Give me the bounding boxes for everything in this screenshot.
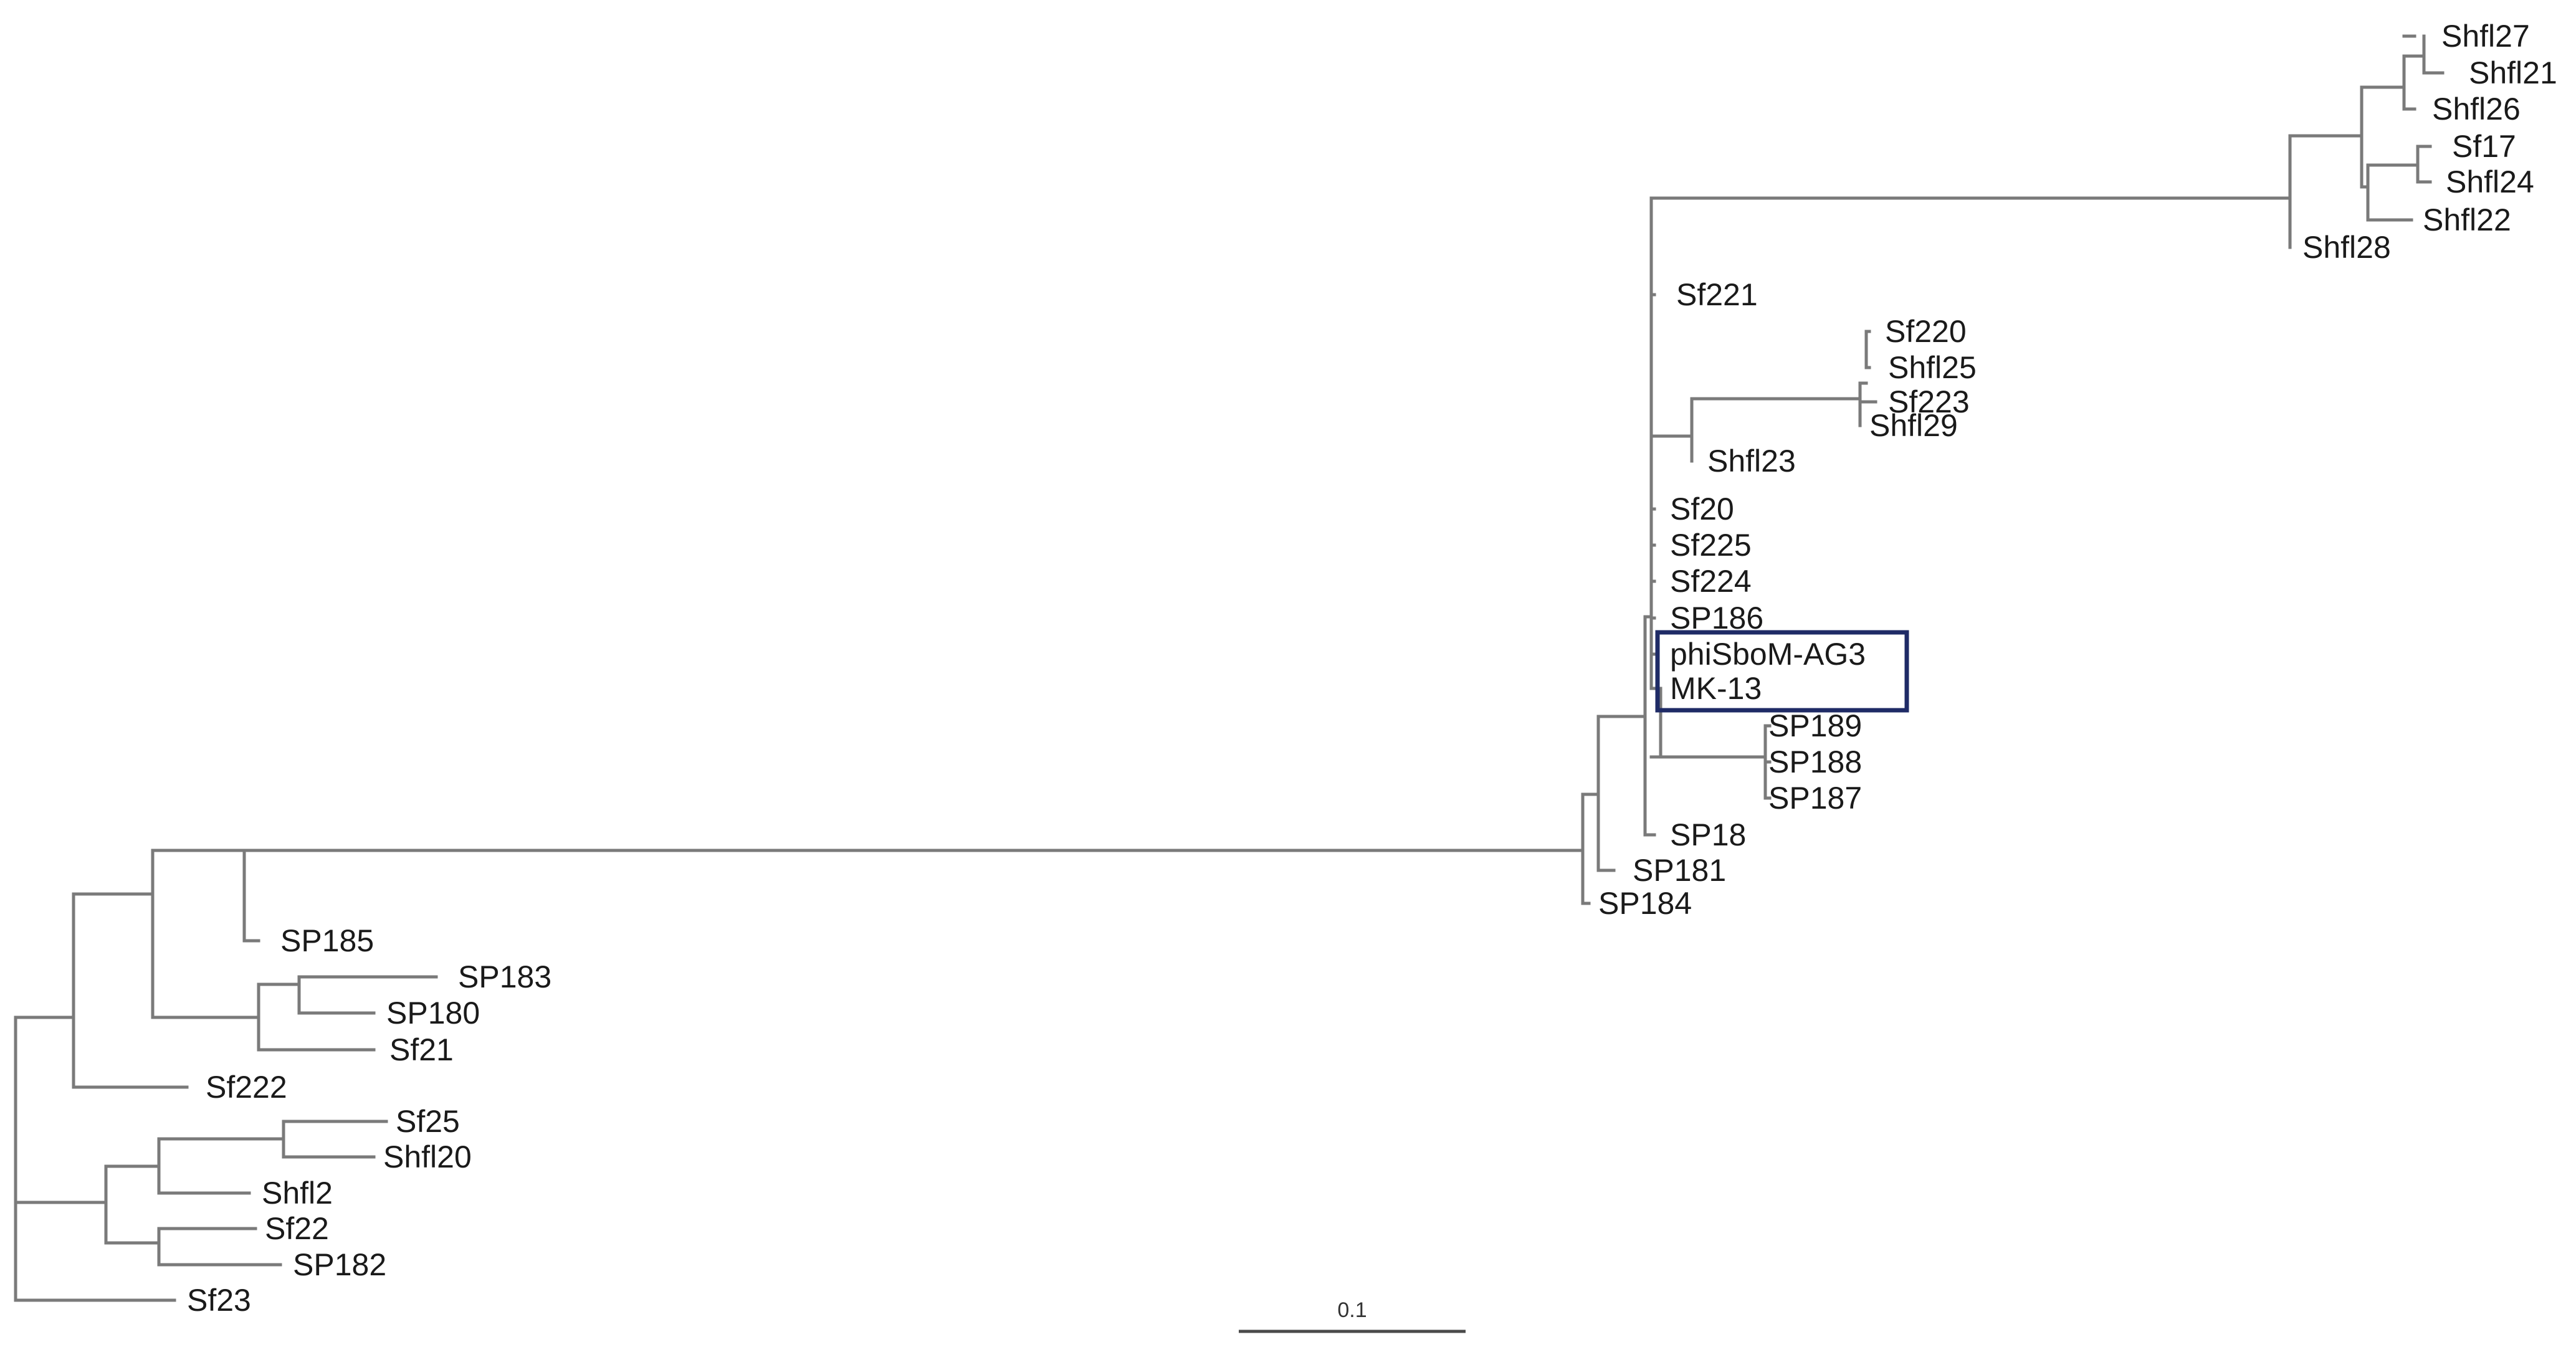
leaf-label-phiSboM-AG3: phiSboM-AG3 (1670, 637, 1866, 672)
leaf-label-Sf25: Sf25 (396, 1104, 460, 1139)
leaf-label-SP183: SP183 (458, 959, 551, 994)
leaf-label-SP184: SP184 (1598, 886, 1692, 921)
leaf-label-Sf222: Sf222 (206, 1070, 287, 1105)
leaf-label-Sf23: Sf23 (187, 1283, 251, 1318)
leaf-label-SP188: SP188 (1768, 744, 1862, 779)
leaf-label-SP185: SP185 (280, 923, 374, 958)
leaf-label-Shfl22: Shfl22 (2423, 202, 2511, 237)
leaf-label-Shfl29: Shfl29 (1869, 408, 1958, 443)
tree-branches (14, 34, 2445, 1302)
leaf-label-SP180: SP180 (386, 996, 480, 1030)
leaf-label-Shfl20: Shfl20 (383, 1139, 472, 1174)
leaf-label-Sf223: Sf223 (1888, 384, 1970, 419)
leaf-label-Shfl25: Shfl25 (1888, 350, 1977, 385)
leaf-label-Shfl23: Shfl23 (1707, 444, 1796, 478)
leaf-label-Sf17: Sf17 (2452, 129, 2516, 164)
leaf-label-SP18: SP18 (1670, 817, 1746, 852)
leaf-label-SP189: SP189 (1768, 708, 1862, 743)
leaf-label-Shfl2: Shfl2 (262, 1176, 333, 1211)
leaf-label-Sf224: Sf224 (1670, 564, 1752, 599)
leaf-label-SP182: SP182 (293, 1247, 386, 1282)
leaf-label-SP187: SP187 (1768, 781, 1862, 816)
leaf-label-SP186: SP186 (1670, 601, 1763, 635)
leaf-label-SP181: SP181 (1633, 853, 1726, 888)
leaf-label-Shfl24: Shfl24 (2446, 164, 2534, 199)
scale-bar-label: 0.1 (1337, 1298, 1367, 1322)
leaf-label-Sf21: Sf21 (389, 1032, 454, 1067)
leaf-label-Sf225: Sf225 (1670, 528, 1752, 563)
leaf-label-Shfl28: Shfl28 (2302, 230, 2391, 265)
leaf-label-Sf221: Sf221 (1676, 277, 1758, 312)
leaf-label-Shfl26: Shfl26 (2432, 92, 2521, 126)
leaf-label-Shfl27: Shfl27 (2441, 19, 2530, 54)
leaf-label-Shfl21: Shfl21 (2469, 55, 2557, 90)
leaf-label-Sf220: Sf220 (1885, 314, 1967, 349)
scale-bar: 0.1 (1239, 1298, 1466, 1333)
leaf-label-MK-13: MK-13 (1670, 671, 1762, 706)
leaf-label-Sf22: Sf22 (265, 1211, 329, 1246)
leaf-labels: Shfl27Shfl21Shfl26Sf17Shfl24Shfl22Shfl28… (187, 19, 2557, 1318)
leaf-label-Sf20: Sf20 (1670, 492, 1734, 526)
highlight-box (1655, 630, 1909, 713)
